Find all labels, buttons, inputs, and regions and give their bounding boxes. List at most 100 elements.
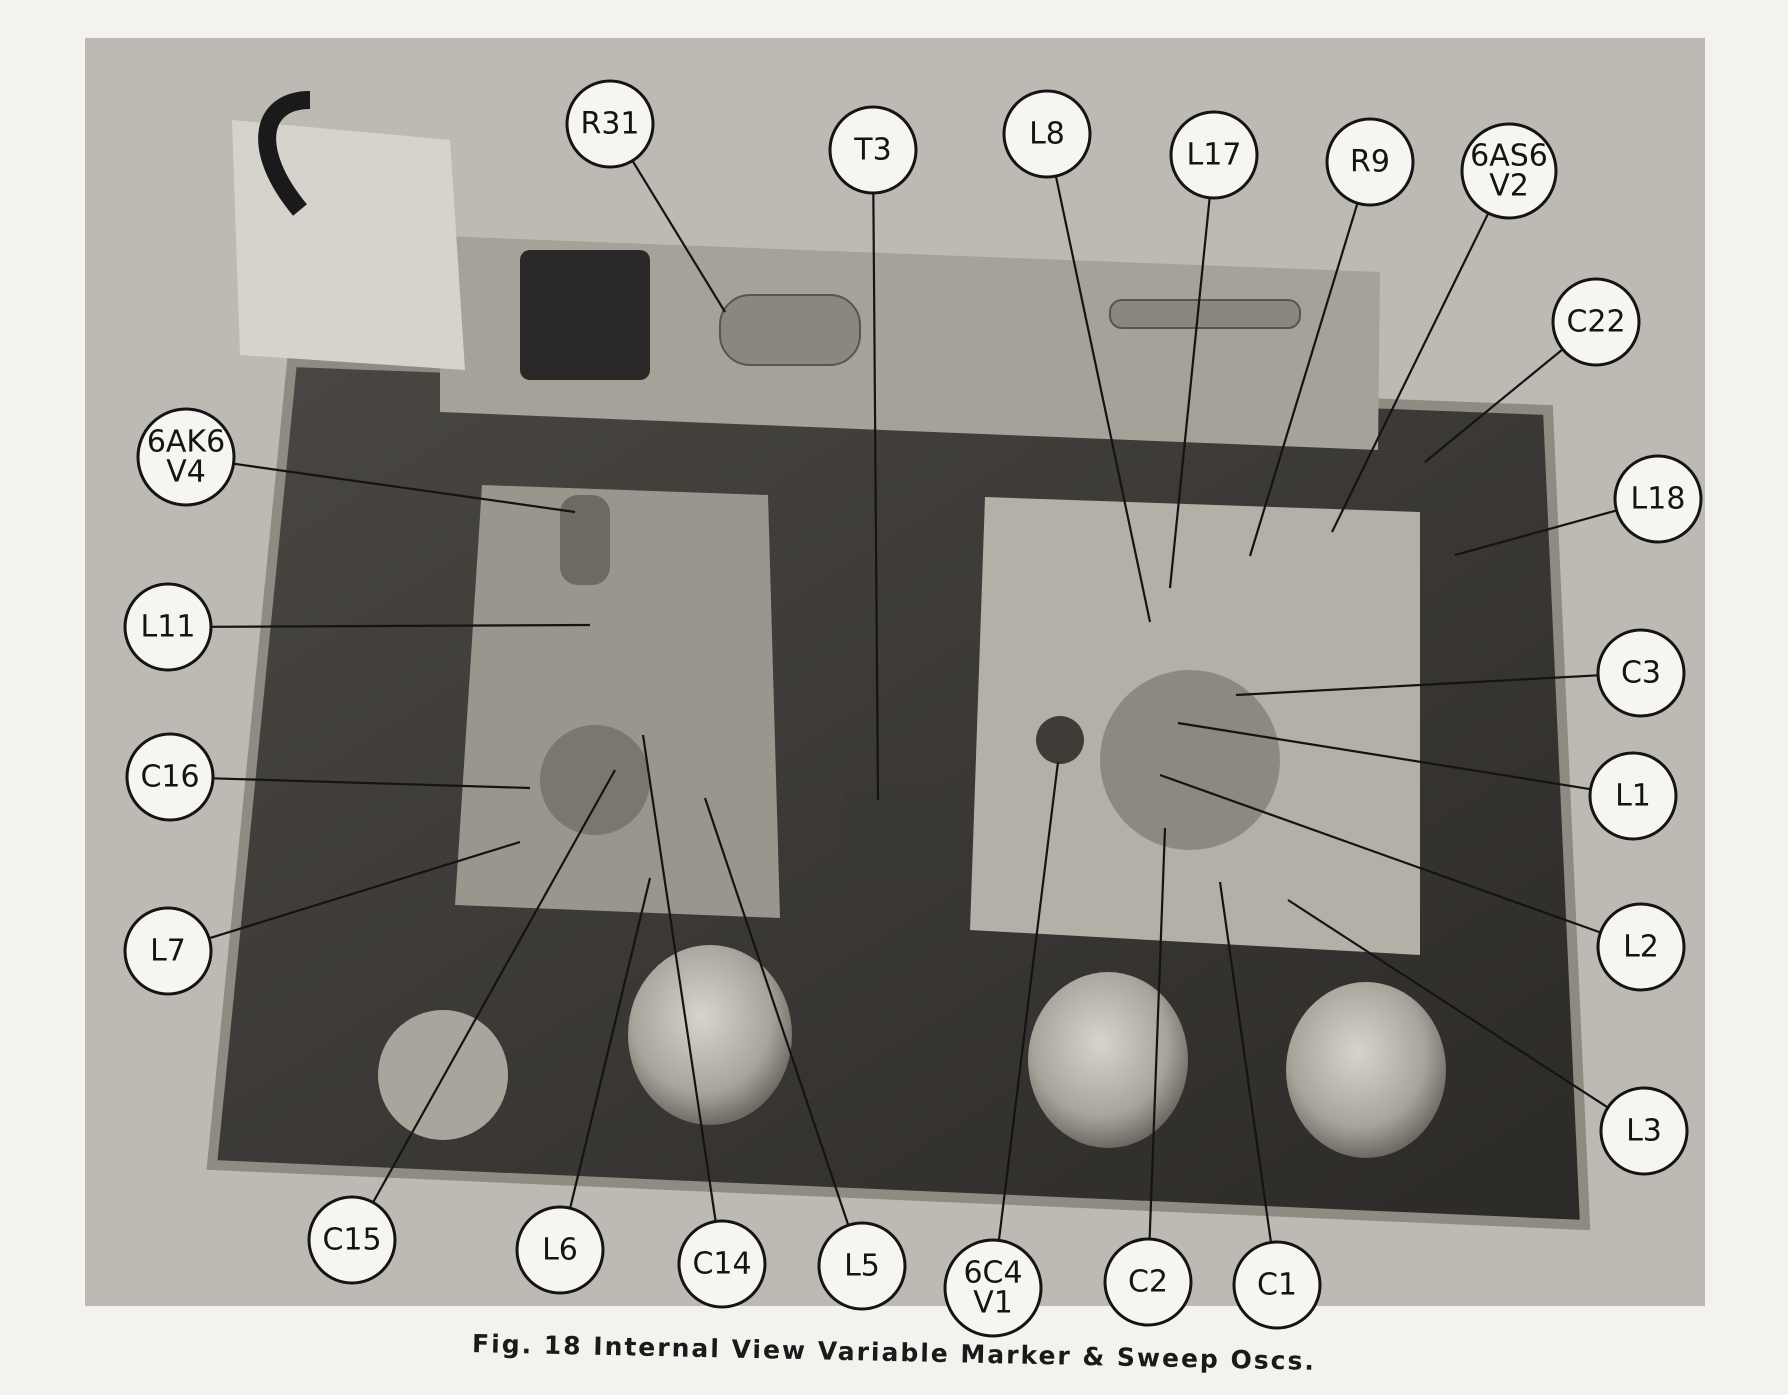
leader-line-6as6-v2 (1331, 212, 1490, 533)
callout-label: L17 (1187, 138, 1242, 173)
callout-circle (1596, 902, 1686, 992)
leader-line-t3 (872, 192, 880, 801)
callout-circle (1588, 751, 1678, 841)
power-cord (258, 91, 311, 216)
callout-circle (828, 105, 918, 195)
can-right (1286, 982, 1446, 1158)
callout-circle (1325, 117, 1415, 207)
callout-l2: L2 (1596, 902, 1686, 992)
leader-line-c3 (1235, 674, 1599, 697)
callout-label: V2 (1489, 169, 1529, 204)
variable-capacitor (1100, 670, 1280, 850)
callout-l18: L18 (1613, 454, 1703, 544)
potentiometer-plate (378, 1010, 508, 1140)
leader-line-l7 (208, 840, 521, 940)
leader-line-6c4-v1 (997, 761, 1060, 1241)
callout-label: L8 (1029, 117, 1065, 152)
callout-circle (136, 407, 236, 507)
callout-circle (817, 1221, 907, 1311)
leader-line-l3 (1287, 899, 1609, 1109)
callout-label: V1 (973, 1286, 1013, 1321)
callout-l7: L7 (123, 906, 213, 996)
callout-label: L11 (141, 610, 196, 645)
callout-label: C15 (322, 1223, 381, 1258)
leader-line-l18 (1454, 509, 1617, 557)
leader-line-l2 (1159, 773, 1601, 934)
leader-line-l17 (1168, 197, 1211, 589)
callout-c3: C3 (1596, 628, 1686, 718)
callout-label: V4 (166, 455, 206, 490)
leader-line-c16 (212, 777, 531, 790)
callout-r31: R31 (565, 79, 655, 169)
center-transformer (845, 790, 965, 880)
tube-6ak6 (560, 495, 610, 585)
callout-label: L5 (844, 1249, 880, 1284)
callout-l1: L1 (1588, 751, 1678, 841)
callout-c2: C2 (1103, 1237, 1193, 1327)
callout-circle (1103, 1237, 1193, 1327)
leader-line-l5 (703, 797, 850, 1226)
callout-label: T3 (853, 133, 891, 168)
callout-label: C14 (692, 1247, 751, 1282)
leader-line-l11 (210, 623, 591, 628)
callout-circle (123, 582, 213, 672)
leader-line-c1 (1218, 881, 1273, 1243)
leader-line-c2 (1148, 827, 1167, 1240)
callout-label: R31 (580, 107, 639, 142)
callout-c16: C16 (125, 732, 215, 822)
callout-circle (125, 732, 215, 822)
callout-label: C16 (140, 760, 199, 795)
callout-c15: C15 (307, 1195, 397, 1285)
callout-l11: L11 (123, 582, 213, 672)
leader-line-6ak6-v4 (233, 462, 576, 514)
callout-label: C1 (1257, 1268, 1297, 1303)
callout-label: 6AK6 (147, 425, 225, 460)
callout-circle (565, 79, 655, 169)
callout-label: R9 (1350, 145, 1390, 180)
callout-t3: T3 (828, 105, 918, 195)
callout-label: L18 (1631, 482, 1686, 517)
callout-l6: L6 (515, 1205, 605, 1295)
callout-circle (1460, 122, 1558, 220)
callout-c14: C14 (677, 1219, 767, 1309)
top-component-rail (440, 236, 1380, 450)
callout-circle (307, 1195, 397, 1285)
can-left (628, 945, 792, 1125)
callout-r9: R9 (1325, 117, 1415, 207)
callout-label: C2 (1128, 1265, 1168, 1300)
callout-circle (1551, 277, 1641, 367)
callout-c1: C1 (1232, 1240, 1322, 1330)
callout-circle (1169, 110, 1259, 200)
callout-circle (677, 1219, 767, 1309)
callout-label: L6 (542, 1233, 578, 1268)
tube-6c4 (1036, 716, 1084, 764)
transformer-block (520, 250, 650, 380)
cylindrical-capacitor (719, 294, 861, 366)
callout-label: 6C4 (963, 1256, 1022, 1291)
callout-circle (123, 906, 213, 996)
callout-circle (943, 1238, 1043, 1338)
left-subchassis (455, 485, 780, 918)
callout-label: C22 (1566, 305, 1625, 340)
callout-circle (1002, 89, 1092, 179)
leader-line-r31 (631, 160, 726, 313)
callout-l3: L3 (1599, 1086, 1689, 1176)
callout-circle (1232, 1240, 1322, 1330)
coil-cluster-left (540, 725, 650, 835)
callout-circle (1596, 628, 1686, 718)
leader-line-l6 (569, 877, 652, 1209)
callout-l17: L17 (1169, 110, 1259, 200)
resistor-strip (1109, 299, 1301, 329)
leader-line-c15 (372, 769, 616, 1204)
callout-circle (1613, 454, 1703, 544)
callout-label: 6AS6 (1470, 139, 1548, 174)
leader-line-c22 (1424, 348, 1564, 463)
leader-line-r9 (1248, 202, 1359, 557)
leader-line-c14 (641, 734, 717, 1222)
callout-circle (515, 1205, 605, 1295)
callout-label: C3 (1621, 656, 1661, 691)
